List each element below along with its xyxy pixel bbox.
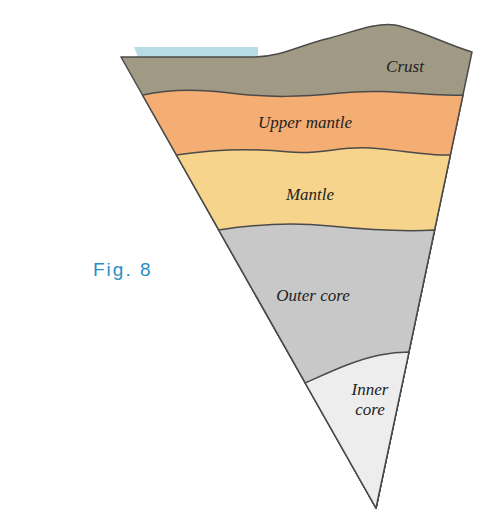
band-outline	[143, 90, 464, 508]
band-outline	[219, 224, 435, 508]
label-holder: Inner core	[348, 380, 392, 421]
sea-water	[134, 47, 258, 57]
label-holder: Upper mantle	[258, 113, 352, 133]
inner-core-band: Inner core	[303, 349, 411, 510]
figure-number: Fig. 8	[93, 259, 153, 281]
label-holder: Fig. 8	[93, 259, 153, 281]
band-outline	[305, 352, 409, 508]
label-holder: Outer core	[276, 286, 350, 306]
label-holder: Mantle	[286, 185, 334, 205]
band-outline	[176, 148, 450, 508]
layer-name: Inner core	[348, 380, 392, 421]
band-outline	[121, 24, 472, 508]
layer-name: Outer core	[276, 286, 350, 306]
layer-name: Crust	[386, 57, 424, 77]
band-shape	[303, 349, 411, 510]
layer-name: Mantle	[286, 185, 334, 205]
layer-name: Upper mantle	[258, 113, 352, 133]
label-holder: Crust	[386, 57, 424, 77]
